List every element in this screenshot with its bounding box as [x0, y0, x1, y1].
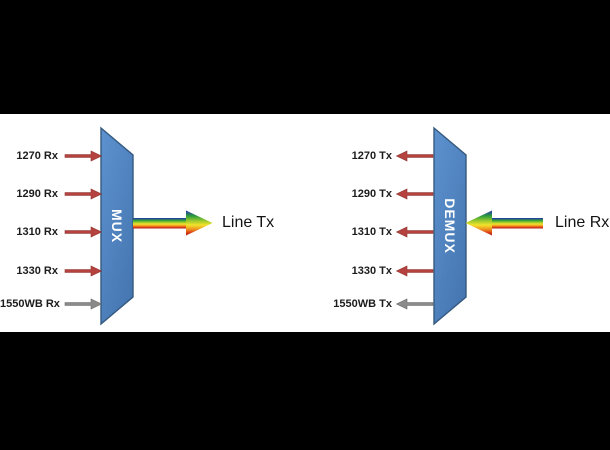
mux-input-label-1330rx: 1330 Rx: [16, 265, 58, 277]
line-rx-rainbow-arrow-icon: [465, 210, 543, 236]
mux-input-label-1270rx: 1270 Rx: [16, 150, 58, 162]
demux-output-label-1290tx: 1290 Tx: [351, 188, 392, 200]
mux-input-label-1310rx: 1310 Rx: [16, 226, 58, 238]
demux-output-arrow-icon-3: [395, 265, 434, 277]
mux-input-arrow-icon-4: [64, 298, 103, 310]
mux-input-arrow-icon-3: [64, 265, 103, 277]
demux-output-arrow-icon-4: [395, 298, 434, 310]
demux-output-arrow-icon-1: [395, 188, 434, 200]
mux-block-title-text: MUX: [109, 208, 125, 244]
demux-output-arrow-icon-0: [395, 150, 434, 162]
demux-block-title: DEMUX: [434, 128, 466, 324]
line-rx-label: Line Rx: [555, 214, 610, 231]
line-tx-label: Line Tx: [222, 214, 275, 231]
mux-input-label-1550wbrx: 1550WB Rx: [0, 298, 60, 310]
mux-input-arrow-icon-0: [64, 150, 103, 162]
demux-output-label-1310tx: 1310 Tx: [351, 226, 392, 238]
demux-block-shape: [433, 126, 467, 326]
mux-input-arrow-icon-2: [64, 226, 103, 238]
demux-output-arrow-icon-2: [395, 226, 434, 238]
demux-output-label-1270tx: 1270 Tx: [351, 150, 392, 162]
demux-output-label-1550wbtx: 1550WB Tx: [333, 298, 392, 310]
demux-output-label-1330tx: 1330 Tx: [351, 265, 392, 277]
demux-block-title-text: DEMUX: [442, 198, 458, 254]
mux-input-arrow-icon-1: [64, 188, 103, 200]
mux-block-shape: [100, 126, 134, 326]
mux-block-title: MUX: [101, 128, 133, 324]
line-tx-rainbow-arrow-icon: [133, 210, 213, 236]
mux-input-label-1290rx: 1290 Rx: [16, 188, 58, 200]
